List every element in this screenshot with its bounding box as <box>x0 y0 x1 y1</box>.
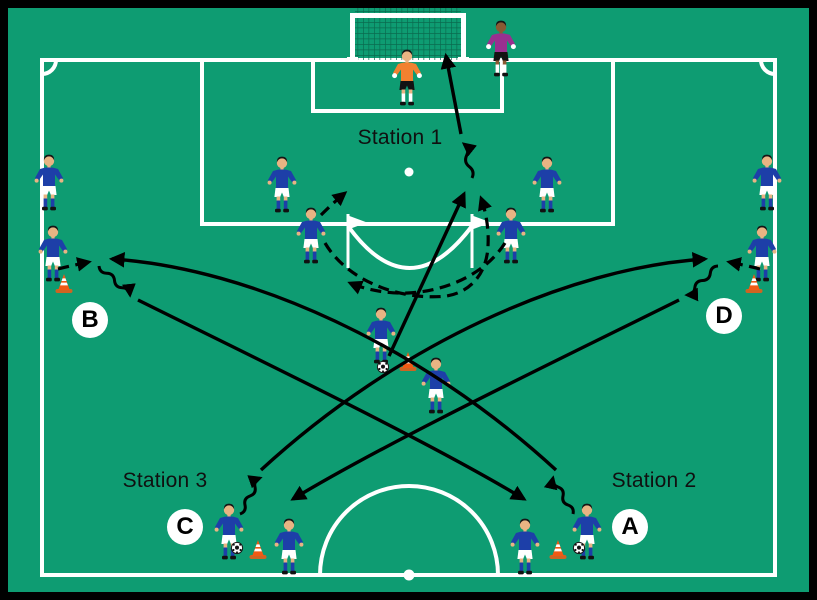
goal-crossbar <box>350 13 466 18</box>
corner-arc-left <box>41 59 58 76</box>
station-1-label: Station 1 <box>357 126 443 149</box>
ball-station2-icon <box>572 541 586 555</box>
shot-arrow-into-goal <box>440 52 463 135</box>
dribble-arrow-b <box>97 265 136 298</box>
run-arrow-d <box>726 257 761 272</box>
marker-badge-a: A <box>612 509 648 545</box>
goal-post-right <box>461 13 466 62</box>
penalty-spot <box>404 167 414 177</box>
run-arrow-left-corner <box>319 191 348 217</box>
goal-foot-right <box>458 57 469 61</box>
ball-center-icon <box>376 360 390 374</box>
pass-arrow-c-to-d <box>259 252 709 472</box>
pass-arrow-center-forward <box>387 191 466 357</box>
goal-area <box>311 62 504 113</box>
ball-station3-icon <box>230 541 244 555</box>
run-arrow-b <box>57 257 92 272</box>
pass-arrow-d-to-station3 <box>290 298 680 501</box>
marker-badge-c: C <box>167 509 203 545</box>
center-spot <box>403 569 415 581</box>
run-arrow-arc-right-to-left <box>347 242 507 295</box>
marker-badge-d: D <box>706 298 742 334</box>
dribble-arrow-c <box>239 475 263 516</box>
run-arrow-arc-left-to-center <box>323 195 492 299</box>
marker-letter-d: D <box>715 302 733 329</box>
arrows <box>57 52 761 516</box>
station-3-label: Station 3 <box>122 469 208 492</box>
goal-foot-left <box>347 57 358 61</box>
marker-badge-b: B <box>72 302 108 338</box>
goal-post-left <box>350 13 355 62</box>
pitch-grass <box>8 8 809 592</box>
marker-letter-c: C <box>176 513 194 540</box>
pass-arrow-a-to-b <box>108 252 558 472</box>
station-2-label: Station 2 <box>611 469 697 492</box>
dribble-arrow-center <box>461 142 477 179</box>
marker-letter-a: A <box>621 513 639 540</box>
penalty-area <box>200 62 615 226</box>
corner-arc-right <box>759 59 776 76</box>
dribble-arrow-d <box>684 264 719 302</box>
center-circle <box>318 484 500 576</box>
penalty-arc <box>346 224 474 270</box>
dribble-arrow-a <box>543 475 575 515</box>
pass-arrow-b-to-station2 <box>137 298 527 501</box>
marker-letter-b: B <box>81 306 99 333</box>
